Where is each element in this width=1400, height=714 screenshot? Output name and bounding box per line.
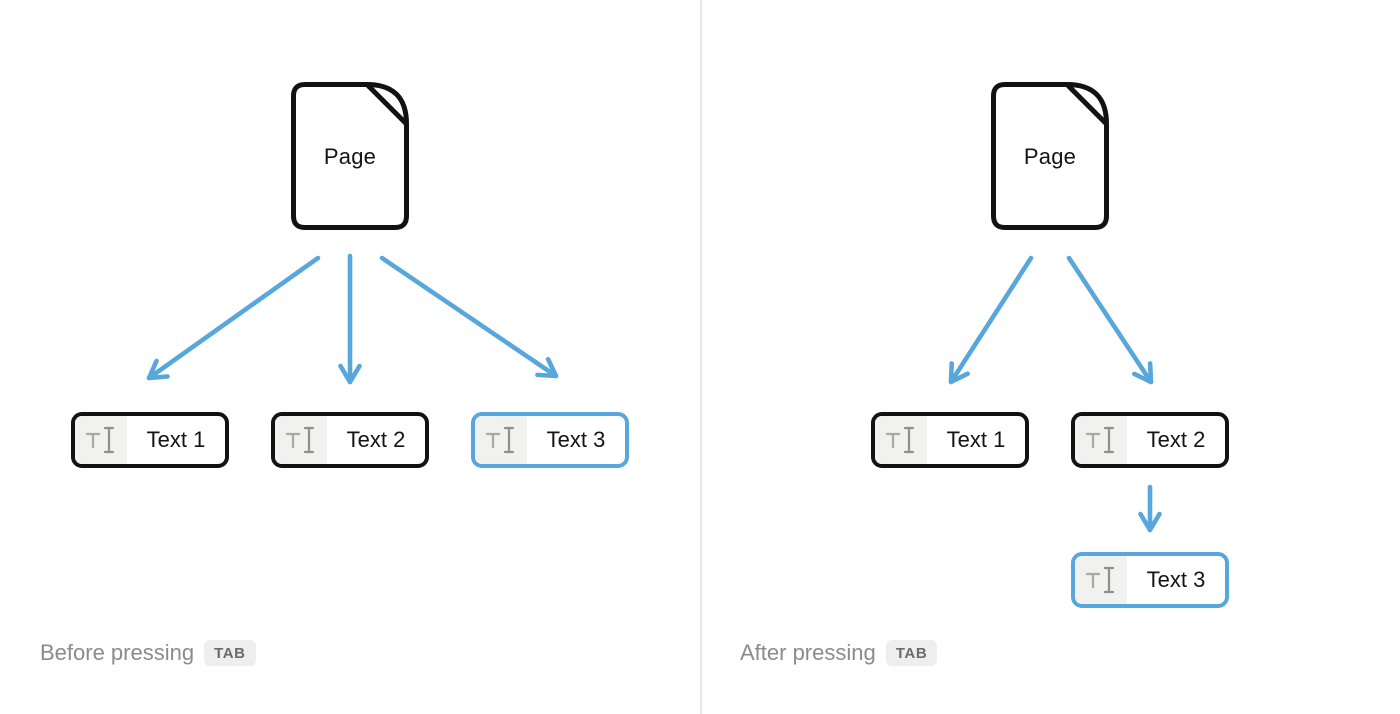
text-block-2-after: Text 2 [1071,412,1229,468]
text-block-2-before: Text 2 [271,412,429,468]
arrow-page-to-text1-after [948,255,1034,385]
text-block-icon [1075,416,1127,464]
caption-after: After pressing TAB [740,640,938,666]
text-block-icon [475,416,527,464]
text-block-3-after-nested: Text 3 [1071,552,1229,608]
text-block-icon [875,416,927,464]
page-title: Page [1023,144,1077,169]
arrow-page-to-text3-before [379,255,559,379]
text-block-icon [1075,556,1127,604]
text-block-label: Text 2 [346,427,406,452]
caption-text: Before pressing [40,640,195,665]
tab-keycap: TAB [204,640,256,666]
text-block-icon [275,416,327,464]
text-block-3-before-selected: Text 3 [471,412,629,468]
text-block-1-after: Text 1 [871,412,1029,468]
page-title: Page [323,144,377,169]
text-block-label: Text 1 [146,427,206,452]
caption-before: Before pressing TAB [40,640,256,666]
text-block-icon [75,416,127,464]
page-icon [291,82,409,230]
text-block-label: Text 2 [1146,427,1206,452]
text-block-label: Text 3 [1146,567,1206,592]
panel-divider [700,0,702,714]
text-block-label: Text 1 [946,427,1006,452]
arrow-page-to-text2-after [1066,255,1154,385]
arrow-page-to-text1-before [146,255,321,381]
page-icon [991,82,1109,230]
tab-keycap: TAB [885,640,938,666]
text-block-1-before: Text 1 [71,412,229,468]
caption-text: After pressing [740,640,876,665]
text-block-label: Text 3 [546,427,606,452]
